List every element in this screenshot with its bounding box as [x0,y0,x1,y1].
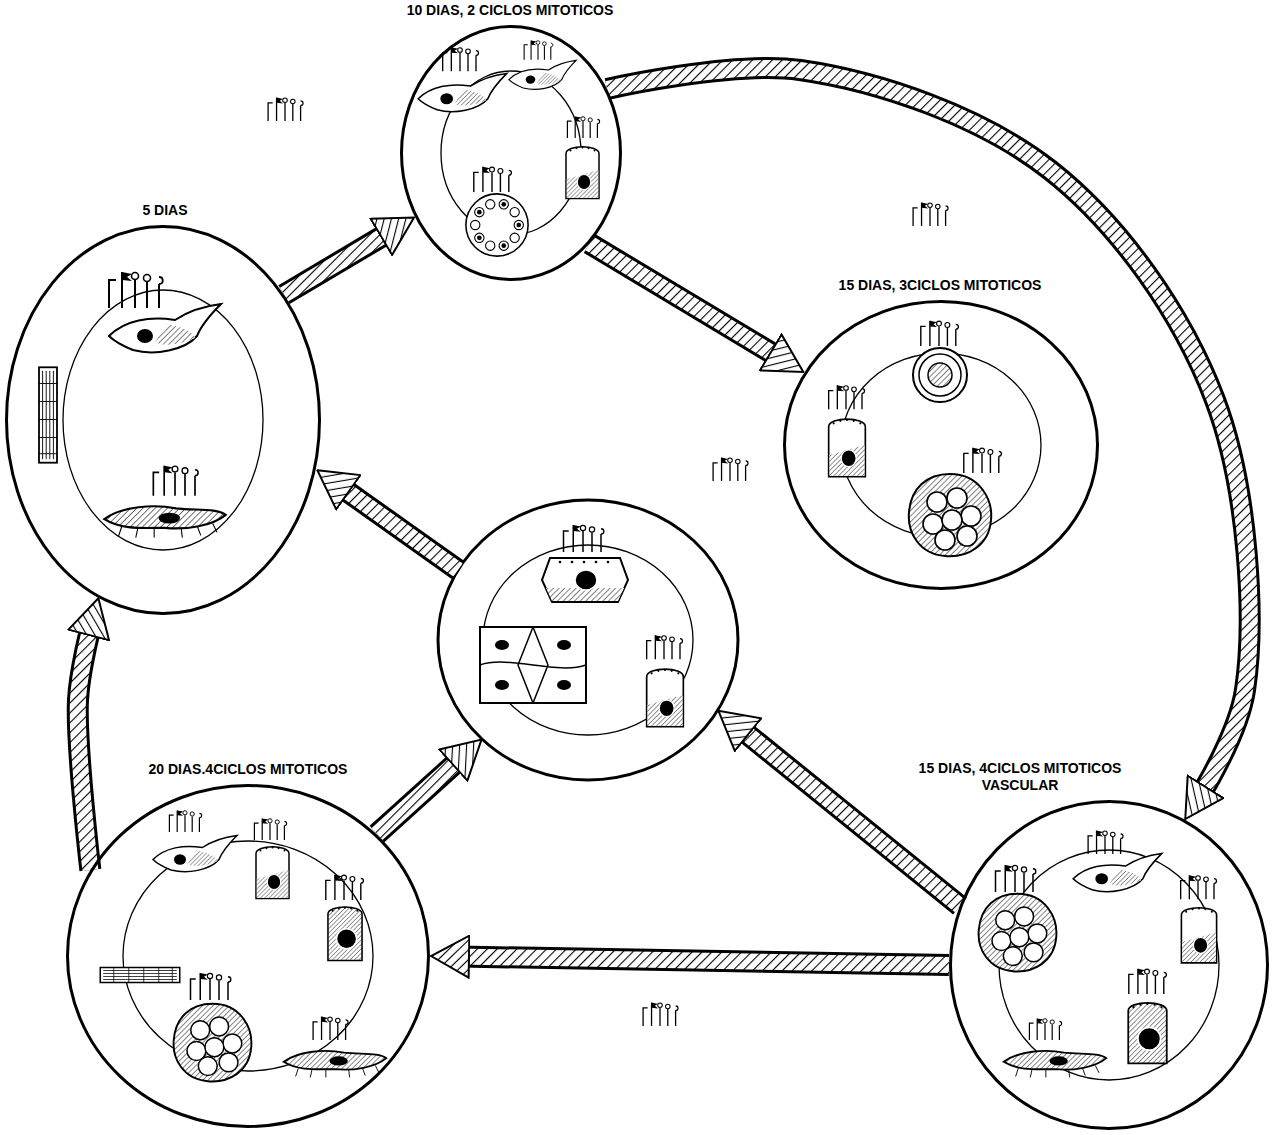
hexagonal-cell [542,558,628,602]
circle-outline [949,800,1269,1130]
receptor-set [1129,969,1167,994]
centre-circle [438,500,738,780]
cuboid-cell [1181,907,1216,962]
striated-fiber [100,968,180,983]
spindle-cell [509,60,576,89]
stage-heading: 10 DIAS, 2 CICLOS MITOTICOS [360,2,660,19]
receptor-set [567,116,599,138]
arrow-outline [341,487,458,570]
arrow-outline [377,759,460,834]
dark-cuboid-cell [328,907,362,961]
receptor-set [996,865,1036,892]
receptor-set [313,1017,348,1040]
receptor-set [524,40,553,59]
arrow-outline [460,957,949,965]
circle-outline [951,802,1268,1129]
cuboid-cell [256,847,289,899]
receptor-glyphs [713,458,748,481]
stage-arrow [78,626,91,870]
receptor-set [564,525,604,552]
circle-outline [68,786,429,1127]
flat-cell [104,506,225,537]
receptor-set [1181,875,1217,899]
arrow-fill [78,626,91,870]
centre-arrows [341,487,960,906]
arrow-fill [607,68,1249,794]
stage-arrow [284,232,389,294]
stage-heading: 15 DIAS, 4CICLOS MITOTICOS VASCULAR [895,760,1145,794]
dark-cuboid-cell [1128,1003,1167,1064]
endothelial-cell [1004,1051,1107,1077]
receptor-glyphs [268,98,303,121]
circle-outline [400,25,622,281]
round-cell [913,348,967,402]
circle-outline [783,300,1099,590]
cuboid-cell [829,419,866,477]
arrow-outline [78,626,91,870]
rosette-cell [466,194,528,256]
receptor-set [1088,831,1123,854]
stage-arrow [607,68,1249,794]
stage-circle: 10 DIAS, 2 CICLOS MITOTICOS [400,25,622,281]
cell-cluster [979,894,1057,972]
receptor-set [109,272,163,308]
circle-outline [5,225,321,615]
receptor-glyphs [643,1003,678,1026]
arrow-outline [741,729,960,906]
arrow-outline [589,244,778,358]
arrow-fill [741,729,960,906]
arrow-outline [284,232,389,294]
receptor-set [1029,1018,1061,1040]
receptor-set [153,466,198,496]
flat-cell [284,1051,387,1077]
spindle-cell [418,73,507,111]
arrow-fill [589,244,778,358]
receptor-set [964,448,1002,473]
stage-circle: 15 DIAS, 3CICLOS MITOTICOS [783,300,1099,590]
stage-arrow [460,957,949,965]
cuboid-cell [566,147,599,199]
circle-outline [785,302,1098,589]
spindle-cell [1073,853,1162,891]
cell-cluster [909,474,991,556]
arrow-outline [607,68,1249,794]
arrow-fill [460,957,949,965]
arrow-fill [341,487,458,570]
cell-cluster [174,1004,252,1082]
circle-outline [402,27,621,280]
stage-heading: 15 DIAS, 3CICLOS MITOTICOS [790,277,1090,294]
receptor-set [326,875,364,900]
receptor-set [169,810,201,832]
cuboid-cell [647,669,684,727]
stage-heading: 5 DIAS [65,202,265,219]
arrow-fill [284,232,389,294]
stage-circle: 20 DIAS.4CICLOS MITOTICOS [66,784,430,1128]
circle-outline [7,227,320,614]
stage-heading: 20 DIAS.4CICLOS MITOTICOS [118,761,378,778]
spindle-cell [153,836,237,872]
receptor-set [829,385,865,409]
striated-fiber [39,367,57,462]
stage-circle: 5 DIAS [5,225,321,615]
receptor-set [921,321,959,346]
stage-arrow [589,244,778,358]
epithelium-sheet [480,627,586,703]
receptor-glyphs [913,203,948,226]
stage-circle: 15 DIAS, 4CICLOS MITOTICOS VASCULAR [949,800,1269,1130]
receptor-set [474,167,512,192]
arrow-fill [377,759,460,834]
receptor-set [254,818,286,840]
receptor-set [647,635,683,659]
spindle-cell [109,304,221,352]
cycle-loops [63,71,1219,1080]
receptor-set [191,973,231,1000]
circle-outline [66,784,430,1128]
